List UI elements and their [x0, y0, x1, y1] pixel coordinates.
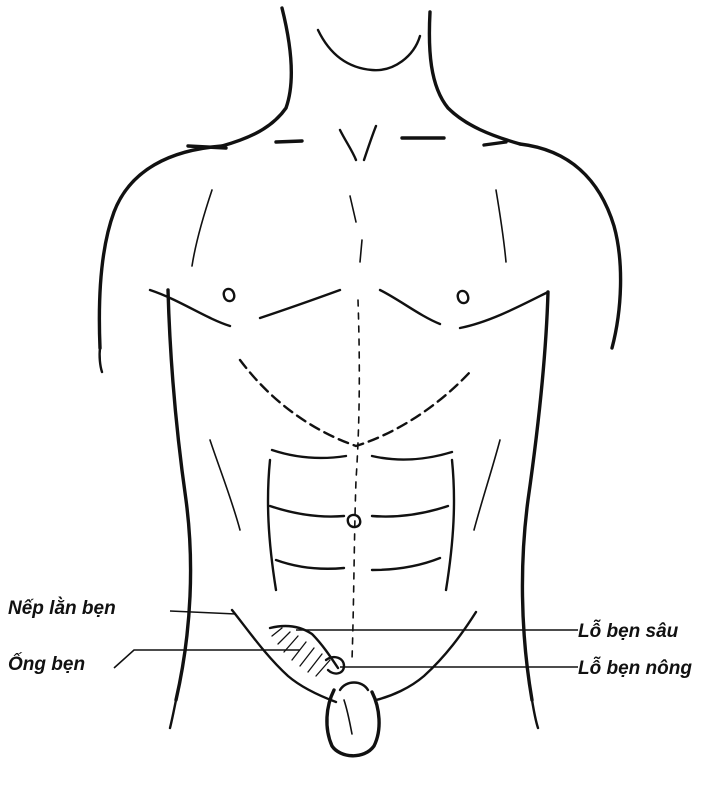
pectoral-muscles — [150, 190, 548, 328]
abdominal-muscles — [210, 300, 500, 660]
label-lo-ben-sau: Lỗ bẹn sâu — [578, 620, 679, 642]
label-ong-ben: Ống bẹn — [8, 653, 85, 675]
inguinal-region — [232, 610, 476, 756]
label-lo-ben-nong: Lỗ bẹn nông — [578, 657, 692, 679]
leader-nep-lan-ben — [170, 611, 236, 614]
label-nep-lan-ben: Nếp lằn bẹn — [8, 597, 116, 619]
